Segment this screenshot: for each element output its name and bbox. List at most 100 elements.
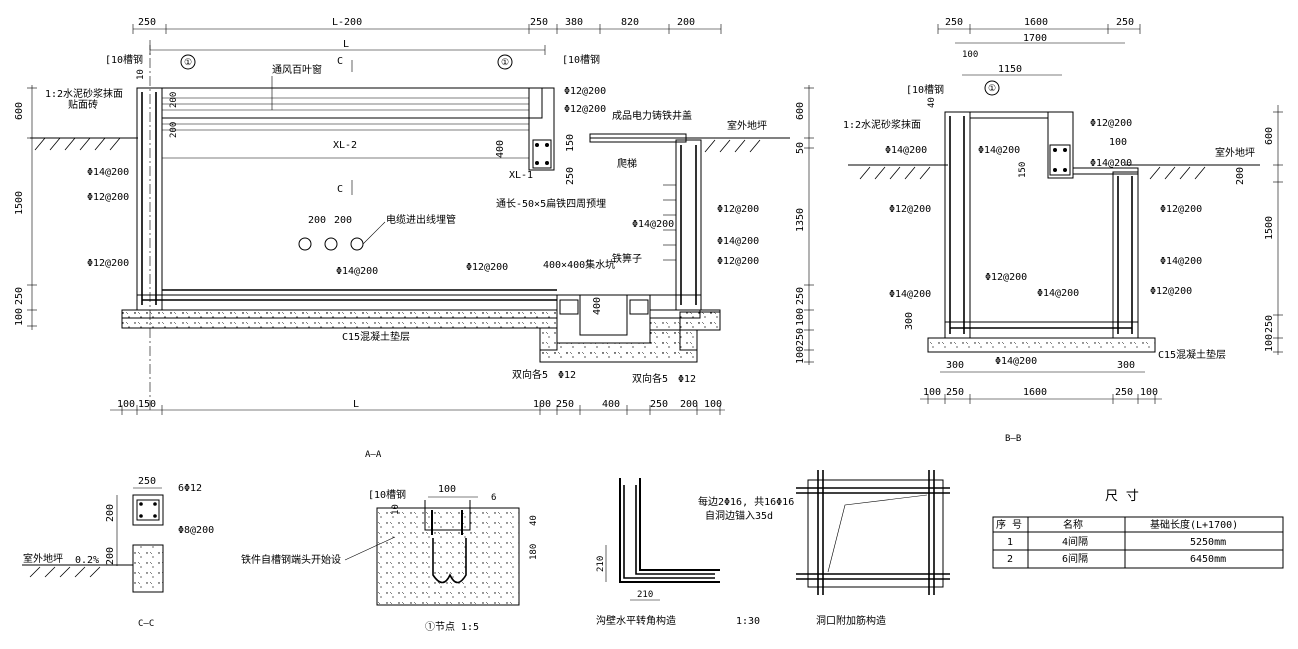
bb-right-dim-5: 100: [1264, 334, 1275, 352]
node-dim-40: 40: [529, 515, 539, 526]
section-cc: 250 200 200 6Φ12 Φ8@200 室外地坪 0.2% C—C: [22, 476, 214, 629]
aa-top-dim-6: 200: [677, 17, 695, 28]
aa-rebar-1: Φ12@200: [564, 86, 606, 97]
aa-left-dim-4: 100: [14, 308, 25, 326]
size-table-row2-index: 2: [1007, 554, 1013, 565]
aa-top-dim-3: 250: [530, 17, 548, 28]
bb-rebar-2: Φ14@200: [978, 145, 1020, 156]
bb-right-dim-4: 250: [1264, 315, 1275, 333]
size-table-row1-name: 4间隔: [1062, 535, 1088, 548]
bb-bottom-dim-b5: 100: [1140, 387, 1158, 398]
aa-dim-200b: 200: [169, 122, 179, 138]
aa-label-cover: 成品电力铸铁井盖: [612, 109, 692, 122]
aa-right-dim-2: 50: [795, 142, 806, 154]
aa-bottom-dim-r2: 250: [556, 399, 574, 410]
aa-label-beam2: XL-2: [333, 140, 357, 151]
bb-dim-1150: 1150: [998, 64, 1022, 75]
aa-right-dim-6: 250: [795, 328, 806, 346]
aa-rebar-8: Φ14@200: [632, 219, 674, 230]
aa-label-flatbar: 通长-50×5扁铁四周预埋: [496, 197, 606, 210]
bb-rebar-9: Φ14@200: [1037, 288, 1079, 299]
node-detail: 100 [10槽钢 6 10 40 180 铁件自槽钢端头开始设 ①节点 1:5: [241, 484, 539, 633]
bb-rebar-6: Φ14@200: [1160, 256, 1202, 267]
aa-bottom-dim-l1: 100: [117, 399, 135, 410]
bb-right-dim-2: 200: [1235, 167, 1246, 185]
bb-bottom-dim-b4: 250: [1115, 387, 1133, 398]
aa-left-dim-2: 1500: [14, 191, 25, 215]
aa-right-dim-4: 250: [795, 287, 806, 305]
section-aa: 250 L-200 250 380 820 200 L: [14, 17, 814, 460]
cc-label-slope: 0.2%: [75, 555, 99, 566]
aa-top-dim-2: L-200: [332, 17, 362, 28]
bb-dim-100: 100: [962, 50, 978, 60]
aa-label-tile: 贴面砖: [68, 98, 98, 111]
scale-note: 1:30: [736, 616, 760, 627]
cc-dim-1: 200: [105, 504, 116, 522]
aa-dim-200: 200: [169, 92, 179, 108]
aa-label-channel-left: [10槽钢: [105, 53, 143, 66]
size-table-title: 尺 寸: [1105, 489, 1139, 504]
aa-bottom-dim-r4: 250: [650, 399, 668, 410]
bb-top-dim-3: 250: [1116, 17, 1134, 28]
bb-bottom-dim-a2: 300: [1117, 360, 1135, 371]
size-table-row2-name: 6间隔: [1062, 552, 1088, 565]
size-table-header-length: 基础长度(L+1700): [1150, 518, 1238, 531]
aa-bottom-dim-r5: 200: [680, 399, 698, 410]
aa-conduit-spacing-2: 200: [334, 215, 352, 226]
node-note: 铁件自槽钢端头开始设: [241, 553, 341, 566]
aa-section-mark-c-bottom: C: [337, 184, 343, 195]
corner-dim-h: 210: [637, 590, 653, 600]
corner-detail: 210 210 沟壁水平转角构造: [596, 478, 720, 627]
aa-node-mark-right: ①: [501, 58, 509, 68]
aa-label-two-way-right: 双向各5: [632, 372, 668, 385]
bb-rebar-4: Φ12@200: [889, 204, 931, 215]
node-dim-180: 180: [529, 544, 539, 560]
aa-beam-dim-250: 250: [565, 167, 576, 185]
bb-rebar-8: Φ14@200: [889, 289, 931, 300]
bb-bottom-dim-b1: 100: [923, 387, 941, 398]
aa-label-ground: 室外地坪: [727, 119, 767, 132]
opening-caption: 洞口附加筋构造: [816, 614, 886, 627]
aa-right-dim-3: 1350: [795, 208, 806, 232]
aa-top-dim-1: 250: [138, 17, 156, 28]
bb-top-dim-1: 250: [945, 17, 963, 28]
bb-right-dim-1: 600: [1264, 127, 1275, 145]
bb-rebar-12: Φ14@200: [1090, 158, 1132, 169]
cc-caption: C—C: [138, 619, 154, 629]
size-table-row1-index: 1: [1007, 537, 1013, 548]
aa-bottom-dim-l2: 150: [138, 399, 156, 410]
opening-note-1: 每边2Φ16, 共16Φ16: [698, 495, 794, 508]
aa-rebar-11: Φ14@200: [717, 236, 759, 247]
aa-caption: A—A: [365, 450, 382, 460]
bb-rebar-10: Φ12@200: [1150, 286, 1192, 297]
bb-bottom-dim-b3: 1600: [1023, 387, 1047, 398]
bb-rebar-3: Φ12@200: [1090, 118, 1132, 129]
aa-bar-two-way-right: Φ12: [678, 374, 696, 385]
aa-beam-dim-400: 400: [495, 140, 506, 158]
bb-right-dim-3: 1500: [1264, 216, 1275, 240]
bb-label-cushion: C15混凝土垫层: [1158, 348, 1226, 361]
cc-dim-2: 200: [105, 547, 116, 565]
bb-dim-1700: 1700: [1023, 33, 1047, 44]
node-dim-100: 100: [438, 484, 456, 495]
size-table: 尺 寸 序 号 名称 基础长度(L+1700) 1 4间隔 5250mm 2 6…: [992, 489, 1284, 569]
bb-label-channel: [10槽钢: [906, 83, 944, 96]
aa-rebar-6: Φ14@200: [336, 266, 378, 277]
aa-section-mark-c-top: C: [337, 56, 343, 67]
bb-bottom-dim-b2: 250: [946, 387, 964, 398]
section-bb: 250 1600 250 1700 100 1150: [843, 17, 1283, 444]
size-table-header-name: 名称: [1063, 518, 1083, 531]
aa-label-beam1: XL-1: [509, 170, 533, 181]
aa-label-ladder: 爬梯: [617, 157, 637, 170]
bb-node-mark: ①: [988, 84, 996, 94]
node-label-channel: [10槽钢: [368, 488, 406, 501]
aa-beam-dim-150: 150: [565, 134, 576, 152]
aa-node-mark-left: ①: [184, 58, 192, 68]
aa-rebar-10: Φ12@200: [717, 256, 759, 267]
bb-bottom-dim-a1: 300: [946, 360, 964, 371]
size-table-header-index: 序 号: [996, 518, 1022, 531]
cc-dim-width: 250: [138, 476, 156, 487]
aa-label-channel-right: [10槽钢: [562, 53, 600, 66]
node-dim-10: 10: [391, 504, 401, 515]
opening-detail: 每边2Φ16, 共16Φ16 自洞边锚入35d 洞口附加筋构造: [698, 470, 950, 627]
